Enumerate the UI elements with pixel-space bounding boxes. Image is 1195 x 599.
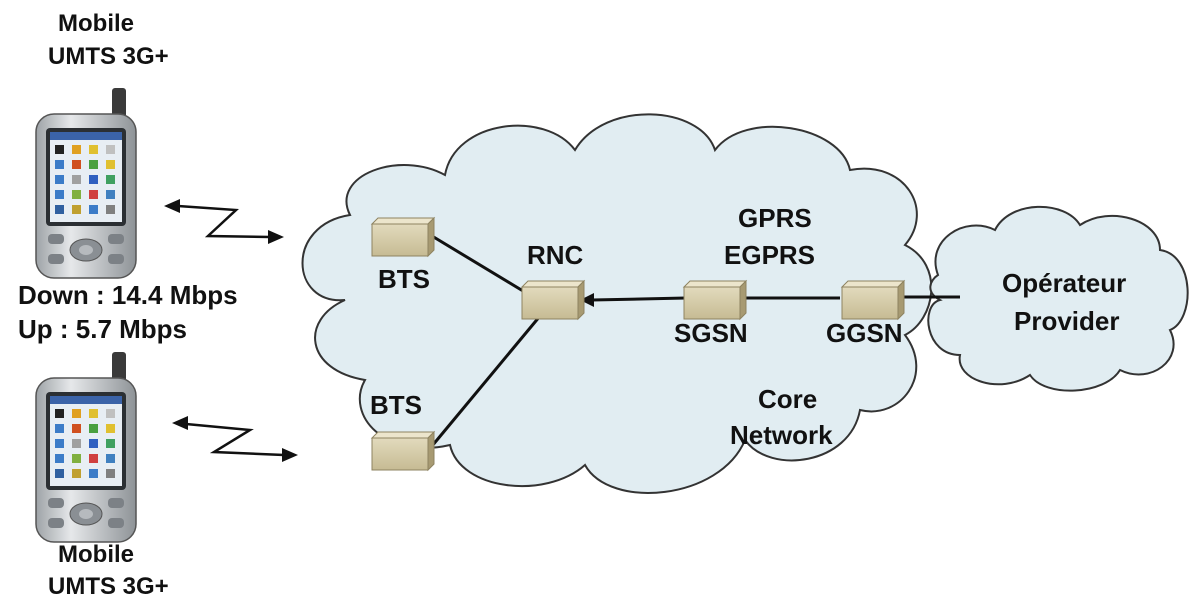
- bts-top-box: [371, 217, 435, 257]
- speed-up-label: Up : 5.7 Mbps: [18, 314, 187, 344]
- link-rnc-sgsn: [591, 296, 687, 302]
- provider-cloud: [927, 205, 1189, 392]
- mobile-bottom-label-line1: Mobile: [58, 541, 134, 568]
- mobile-top-label-line1: Mobile: [58, 10, 134, 37]
- provider-label-line1: Opérateur: [1002, 268, 1126, 298]
- sgsn-box: [683, 280, 747, 320]
- link-bts-top-rnc: [431, 234, 529, 296]
- ggsn-box: [841, 280, 905, 320]
- bts-top-label: BTS: [378, 264, 430, 294]
- core-network-label-line1: Core: [758, 384, 817, 414]
- core-network-cloud: [301, 113, 933, 494]
- core-network-label-line2: Network: [730, 420, 833, 450]
- link-bts-bottom-rnc: [430, 315, 542, 447]
- bts-bottom-label: BTS: [370, 390, 422, 420]
- wireless-link-bottom-icon: [172, 416, 298, 462]
- mobile-phone-top-icon: [35, 87, 137, 279]
- arrowhead-rnc: [580, 293, 594, 307]
- wireless-link-top-icon: [164, 199, 284, 244]
- rnc-label: RNC: [527, 240, 584, 270]
- egprs-label: EGPRS: [724, 240, 815, 270]
- rnc-box: [521, 280, 585, 320]
- bts-bottom-box: [371, 431, 435, 471]
- mobile-phone-bottom-icon: [35, 351, 137, 543]
- mobile-top-label-line2: UMTS 3G+: [48, 43, 169, 70]
- sgsn-label: SGSN: [674, 318, 748, 348]
- gprs-label: GPRS: [738, 203, 812, 233]
- speed-down-label: Down : 14.4 Mbps: [18, 280, 238, 310]
- provider-label-line2: Provider: [1014, 306, 1120, 336]
- ggsn-label: GGSN: [826, 318, 903, 348]
- mobile-bottom-label-line2: UMTS 3G+: [48, 573, 169, 599]
